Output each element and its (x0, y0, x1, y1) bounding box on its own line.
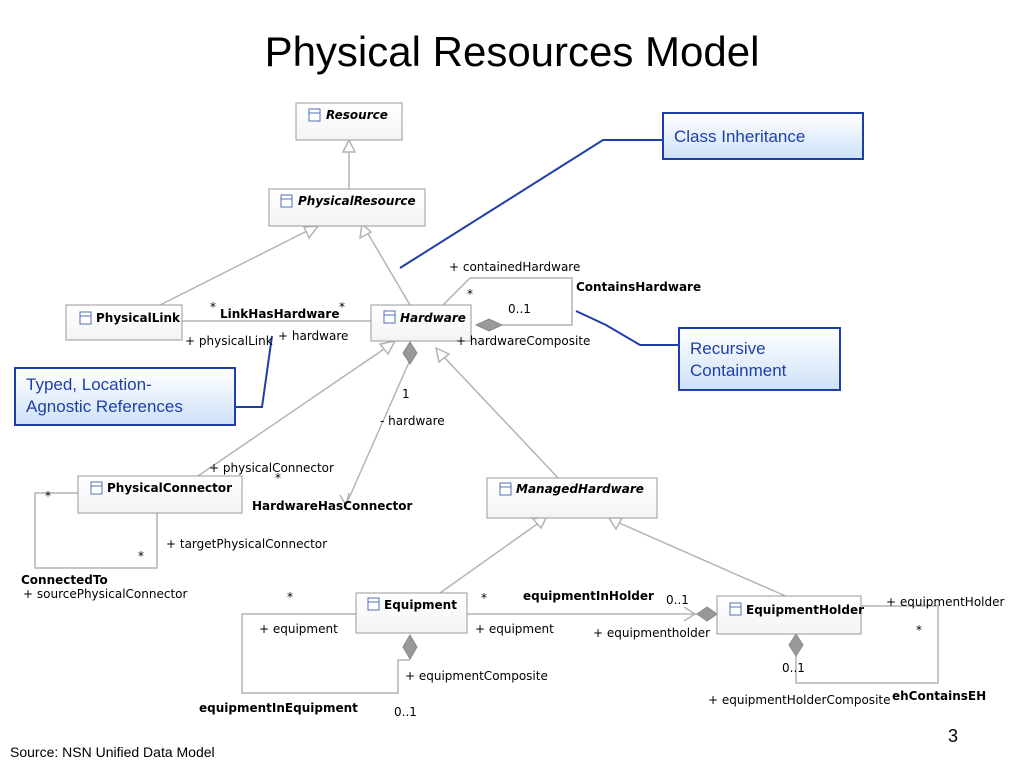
assoc-name-contains-hardware: ContainsHardware (576, 280, 701, 294)
role-source-physical-connector: + sourcePhysicalConnector (23, 587, 187, 601)
leader-recursive-containment (575, 310, 678, 346)
nav-arrow (339, 492, 350, 507)
leader-typed-refs (236, 335, 273, 408)
nav-arrow (683, 606, 697, 622)
assoc-eh-contains-eh (795, 605, 939, 684)
class-managed-hardware[interactable]: ManagedHardware (486, 477, 658, 519)
role-equipment-left: + equipment (259, 622, 338, 636)
assoc-connected-to (34, 492, 158, 569)
role-hardware-composite: + hardwareComposite (456, 334, 590, 348)
class-equipment-holder[interactable]: EquipmentHolder (716, 595, 864, 635)
class-name: EquipmentHolder (746, 603, 864, 617)
class-name: PhysicalConnector (107, 481, 232, 495)
leader-class-inheritance (399, 139, 662, 269)
gen-arrowhead (359, 222, 373, 240)
mult-star: * (916, 623, 922, 637)
role-hardware-plus: + hardware (278, 329, 348, 343)
gen-arrowhead (434, 346, 451, 364)
role-target-physical-connector: + targetPhysicalConnector (166, 537, 327, 551)
class-physical-link[interactable]: PhysicalLink (65, 304, 183, 341)
assoc-name-eh-contains-eh: ehContainsEH (892, 689, 986, 703)
composition-diamond (474, 318, 504, 332)
gen-hardware-physicalresource (366, 231, 411, 306)
gen-managedhardware-hardware (442, 355, 561, 481)
mult-star: * (339, 300, 345, 314)
assoc-name-hardware-has-connector: HardwareHasConnector (252, 499, 413, 513)
class-name: ManagedHardware (516, 482, 644, 496)
assoc-equipment-in-equipment (241, 613, 410, 694)
assoc-contains-hardware (442, 277, 573, 326)
composition-diamond (402, 634, 418, 660)
role-contained-hardware: + containedHardware (449, 260, 580, 274)
callout-text: Class Inheritance (674, 127, 806, 146)
gen-physicallink-physicalresource (159, 227, 314, 306)
mult-star: * (45, 489, 51, 503)
callout-typed-references: Typed, Location- Agnostic References (14, 367, 236, 426)
mult-zero-one: 0..1 (394, 705, 417, 719)
class-resource[interactable]: Resource (295, 102, 403, 141)
mult-zero-one: 0..1 (508, 302, 531, 316)
composition-diamond (402, 341, 418, 365)
gen-arrowhead (302, 225, 320, 240)
class-equipment[interactable]: Equipment (355, 592, 468, 634)
callout-text-line: Typed, Location- (26, 375, 152, 394)
assoc-name-link-has-hardware: LinkHasHardware (220, 307, 339, 321)
gen-arrowhead (341, 138, 357, 153)
assoc-name-equipment-in-equipment: equipmentInEquipment (199, 701, 358, 715)
assoc-name-connected-to: ConnectedTo (21, 573, 108, 587)
source-note: Source: NSN Unified Data Model (10, 744, 215, 760)
gen-arrowhead (378, 339, 397, 356)
composition-diamond (696, 606, 718, 622)
mult-one: 1 (402, 387, 410, 401)
mult-zero-one: 0..1 (666, 593, 689, 607)
gen-equipment-managedhardware (439, 521, 541, 594)
role-hardware-minus: - hardware (380, 414, 445, 428)
mult-star: * (467, 287, 473, 301)
mult-star: * (275, 471, 281, 485)
slide-title: Physical Resources Model (264, 28, 760, 75)
page-number: 3 (948, 726, 959, 746)
role-physical-connector: + physicalConnector (209, 461, 334, 475)
role-equipment-right: + equipment (475, 622, 554, 636)
mult-star: * (287, 590, 293, 604)
role-equipment-holder: + equipmentholder (593, 626, 710, 640)
class-name: PhysicalLink (96, 311, 181, 325)
class-physical-resource[interactable]: PhysicalResource (268, 188, 426, 227)
assoc-name-equipment-in-holder: equipmentInHolder (523, 589, 654, 603)
class-name: Resource (326, 108, 388, 122)
mult-star: * (210, 300, 216, 314)
callout-class-inheritance: Class Inheritance (662, 112, 864, 160)
gen-equipmentholder-managedhardware (616, 521, 791, 599)
callout-text-line: Recursive (690, 339, 766, 358)
class-physical-connector[interactable]: PhysicalConnector (77, 475, 243, 514)
gen-physicalconnector-hardware (194, 346, 388, 479)
class-name: PhysicalResource (298, 194, 416, 208)
composition-diamond (788, 633, 804, 657)
callout-recursive-containment: Recursive Containment (678, 327, 841, 391)
role-equipment-holder-composite: + equipmentHolderComposite (708, 693, 890, 707)
mult-zero-one: 0..1 (782, 661, 805, 675)
mult-star: * (138, 549, 144, 563)
callout-text-line: Containment (690, 361, 787, 380)
class-name: Hardware (400, 311, 466, 325)
role-physical-link: + physicalLink (185, 334, 273, 348)
class-hardware[interactable]: Hardware (370, 304, 472, 342)
class-name: Equipment (384, 598, 457, 612)
mult-star: * (481, 591, 487, 605)
role-equipment-holder-outer: + equipmentHolder (886, 595, 1005, 609)
role-equipment-composite: + equipmentComposite (405, 669, 548, 683)
assoc-hardware-has-connector (345, 359, 411, 506)
callout-text-line: Agnostic References (26, 397, 183, 416)
